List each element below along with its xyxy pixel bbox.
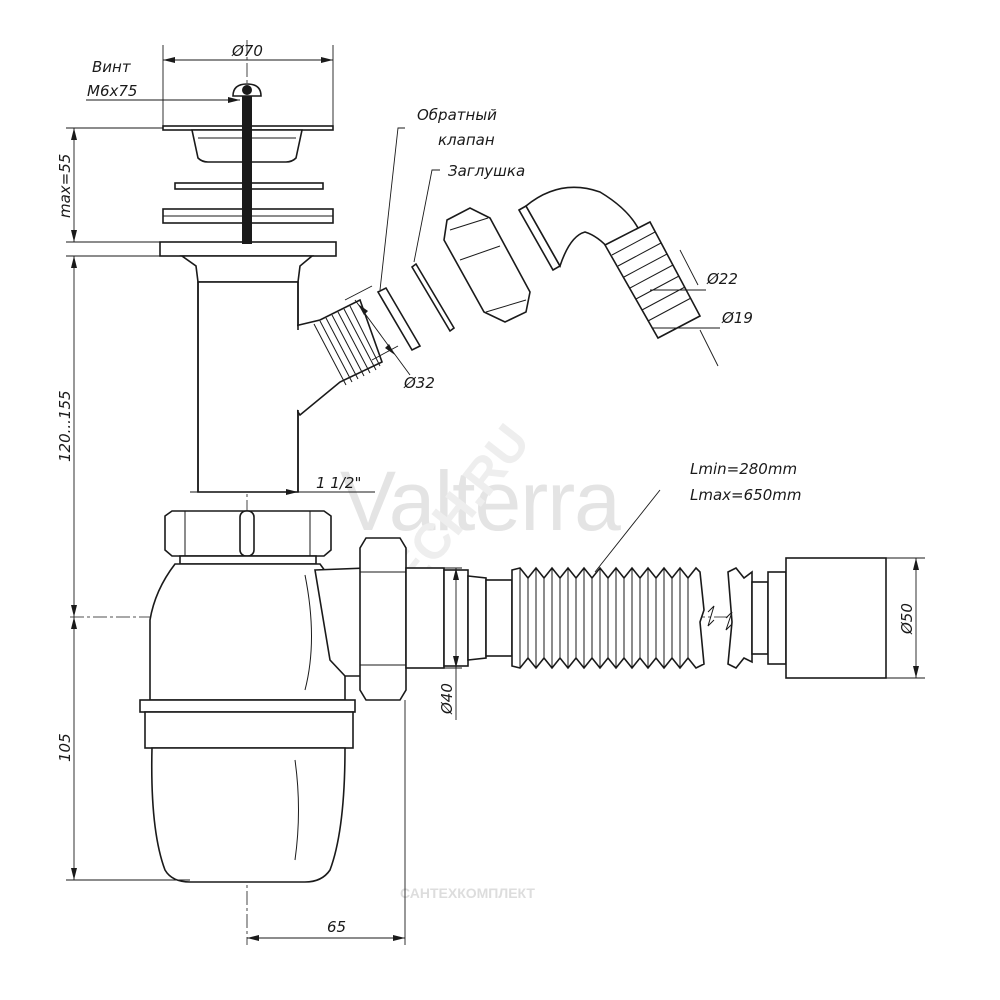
sink-flange xyxy=(159,241,337,257)
label-d22: Ø22 xyxy=(706,270,738,288)
corrugated-hose xyxy=(511,557,887,679)
text-labels: Ø70 Винт M6x75 Обратный клапан Заглушка … xyxy=(56,42,916,936)
label-h105: 105 xyxy=(56,733,74,762)
vertical-pipe xyxy=(179,255,383,493)
top-nut xyxy=(164,510,332,565)
bottle-cup xyxy=(150,747,346,883)
label-lmax: Lmax=650mm xyxy=(690,486,801,504)
dimensions xyxy=(66,45,925,945)
reducer-neck xyxy=(751,581,769,655)
elbow-spigot xyxy=(603,220,702,340)
label-d32: Ø32 xyxy=(403,374,435,392)
label-check-valve-2: клапан xyxy=(438,131,495,149)
bottle-trap xyxy=(139,563,369,883)
label-d19: Ø19 xyxy=(721,309,753,327)
label-plug: Заглушка xyxy=(448,162,525,180)
label-w65: 65 xyxy=(327,918,346,936)
plug xyxy=(410,262,456,333)
strainer-assembly xyxy=(159,83,337,257)
bottle-ring xyxy=(139,699,356,713)
side-inlet-parts xyxy=(376,186,702,352)
outlet-spigot xyxy=(405,567,445,669)
side-inlet-thread xyxy=(313,305,381,386)
label-thread: 1 1/2" xyxy=(316,474,361,492)
outlet-nut xyxy=(359,537,407,701)
label-max55: max=55 xyxy=(56,154,74,218)
label-lmin: Lmin=280mm xyxy=(690,460,797,478)
label-screw-size: M6x75 xyxy=(87,82,137,100)
bottle-upper xyxy=(149,563,346,701)
label-d40: Ø40 xyxy=(438,683,456,715)
label-screw-title: Винт xyxy=(92,58,132,76)
outlet-adapter-50 xyxy=(785,557,887,679)
label-d70: Ø70 xyxy=(231,42,263,60)
label-d50: Ø50 xyxy=(898,603,916,635)
label-h120-155: 120...155 xyxy=(56,390,74,462)
bottle-collar xyxy=(144,711,354,749)
hose-end xyxy=(727,566,753,670)
check-valve xyxy=(376,286,422,352)
label-check-valve-1: Обратный xyxy=(417,106,497,124)
inlet-nut xyxy=(443,207,531,323)
company-watermark: САНТЕХКОМПЛЕКТ xyxy=(400,885,535,901)
brand-watermark: Valterra xyxy=(340,454,621,548)
